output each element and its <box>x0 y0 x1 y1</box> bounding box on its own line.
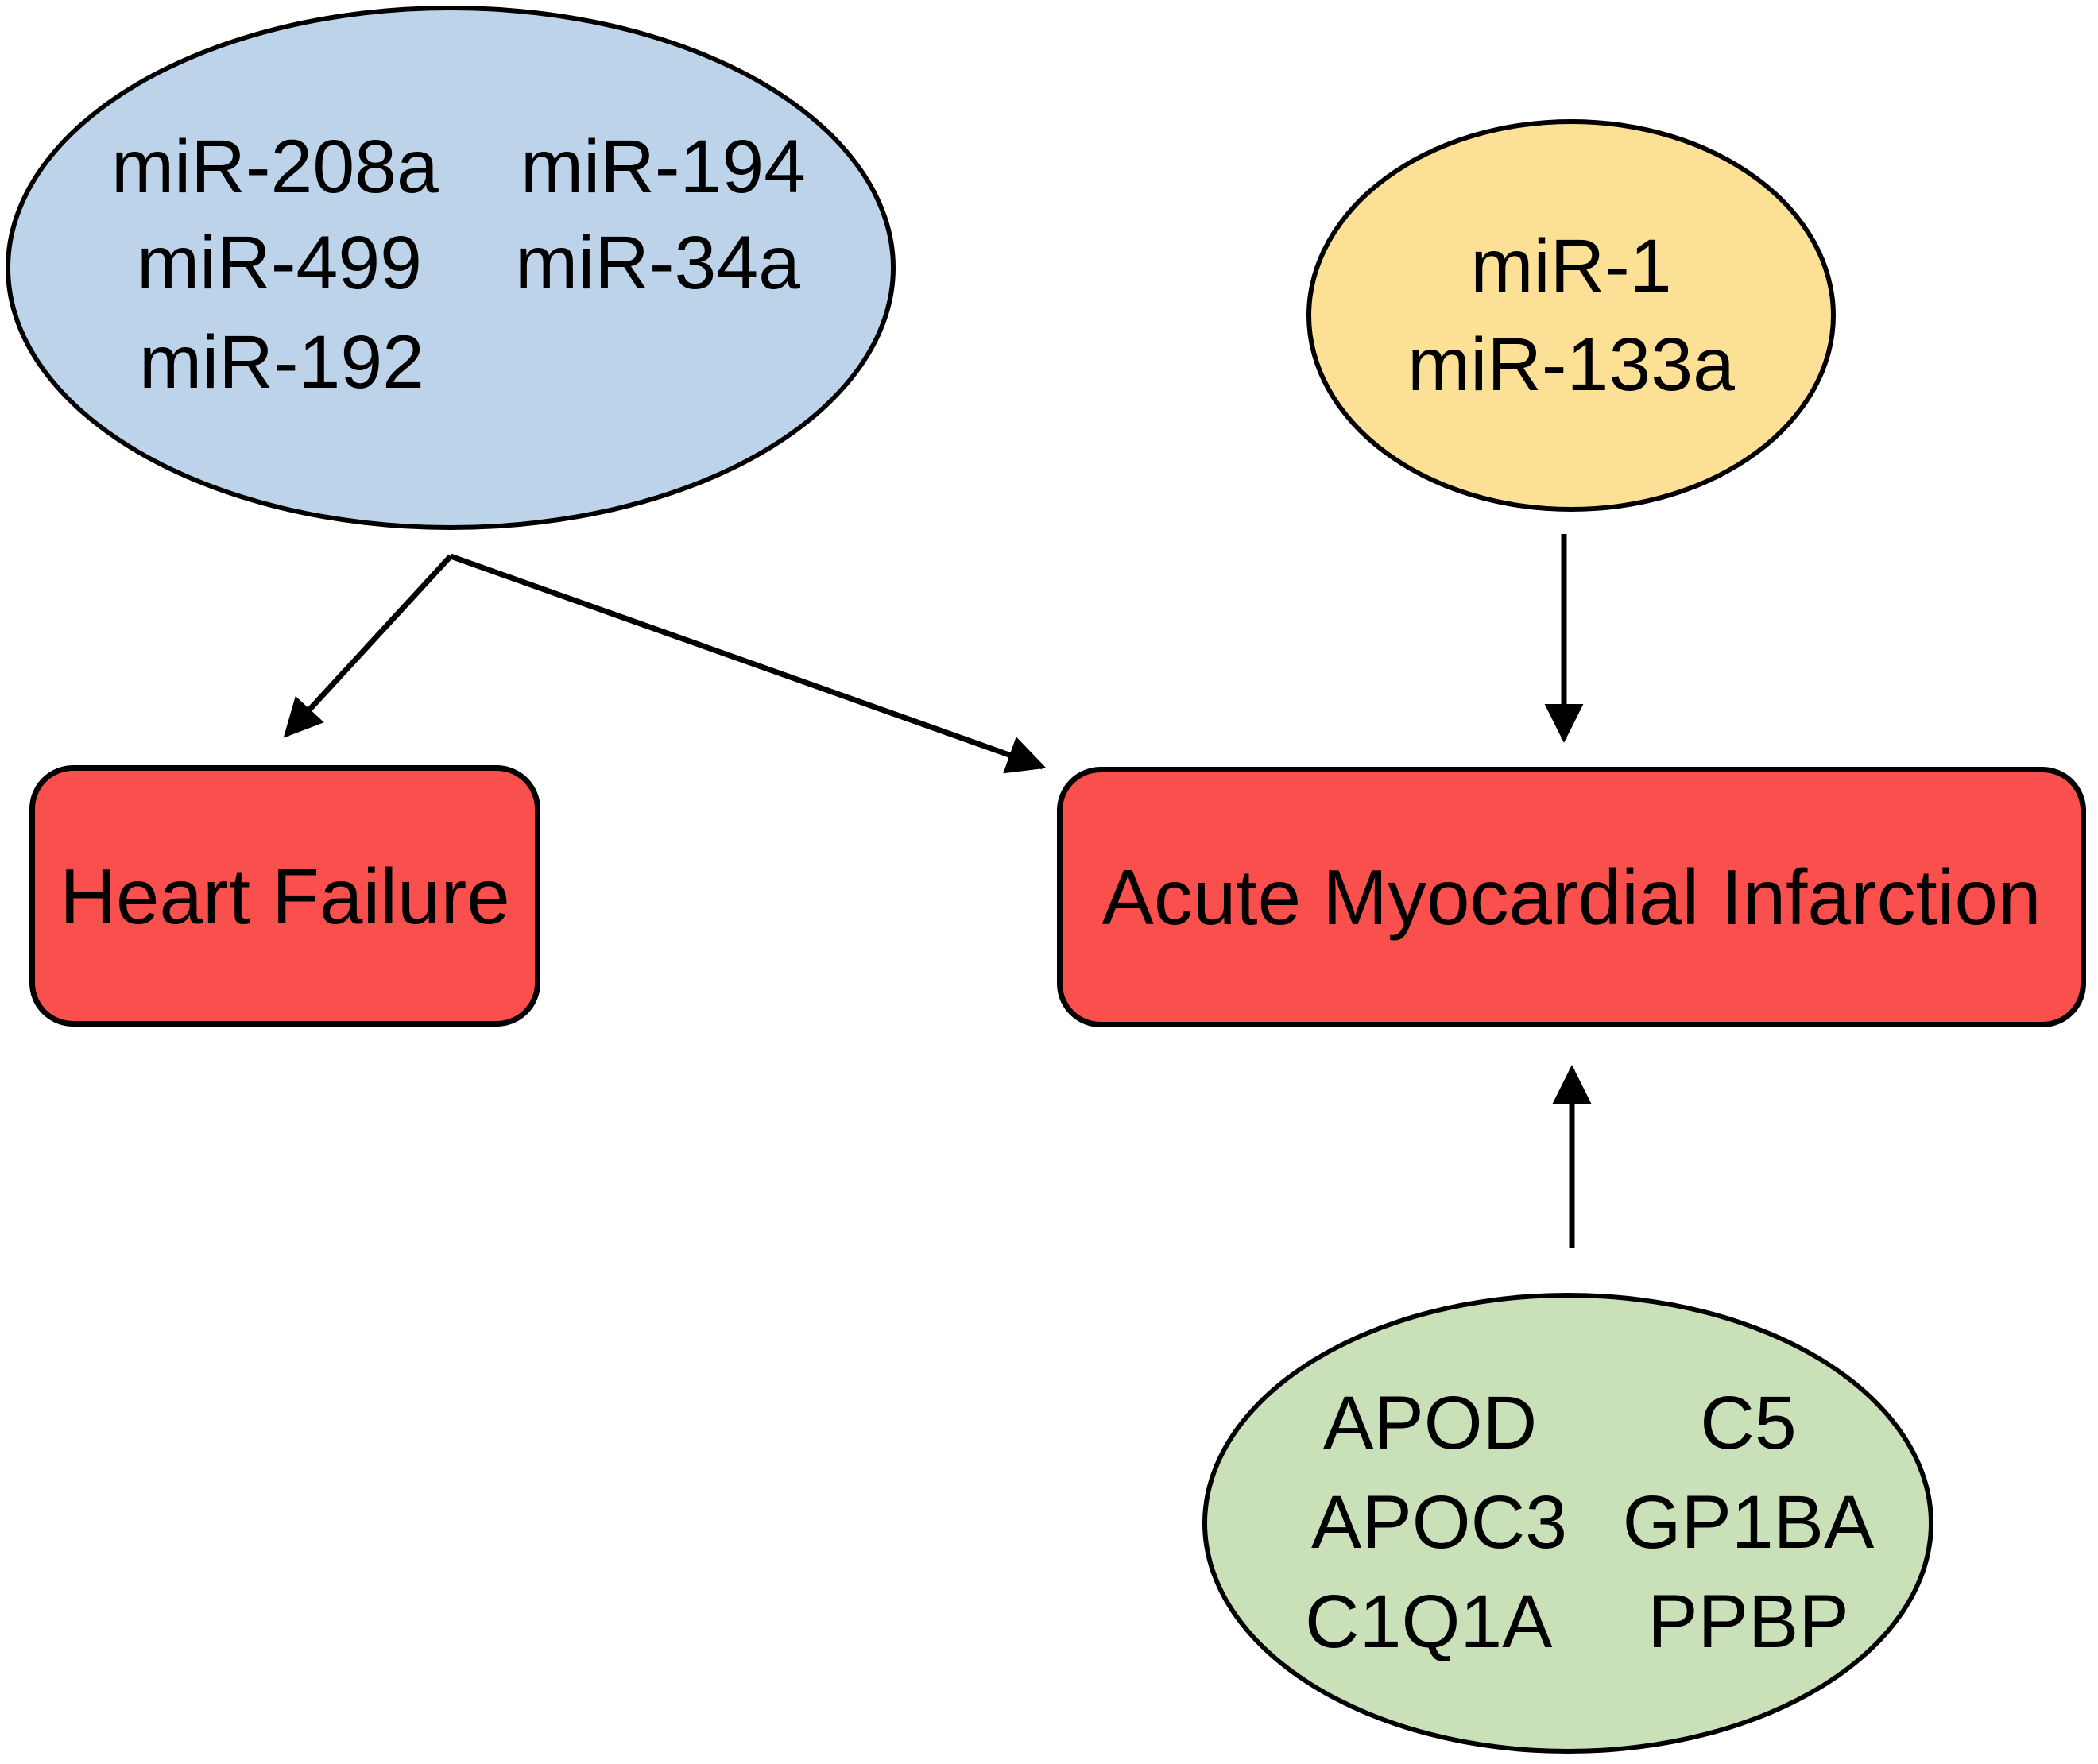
label-ppbp: PPBP <box>1647 1580 1849 1664</box>
label-mir-499: miR-499 <box>137 221 422 305</box>
label-mir-1: miR-1 <box>1470 223 1672 308</box>
label-c1q1a: C1Q1A <box>1305 1580 1553 1664</box>
label-apod: APOD <box>1323 1381 1538 1465</box>
node-ami-mirna-group: miR-1 miR-133a <box>1306 119 1836 512</box>
arrow-mirnas-to-heart-failure <box>283 554 453 738</box>
label-apoc3: APOC3 <box>1311 1480 1568 1565</box>
node-heart-failure: Heart Failure <box>29 765 540 1027</box>
label-gp1ba: GP1BA <box>1622 1480 1875 1565</box>
label-mir-34a: miR-34a <box>515 221 800 305</box>
label-heart-failure: Heart Failure <box>60 852 510 940</box>
node-acute-myocardial-infarction: Acute Myocardial Infarction <box>1057 767 2086 1027</box>
arrow-mirnas-to-acute-mi <box>449 553 1047 774</box>
label-acute-myocardial-infarction: Acute Myocardial Infarction <box>1101 853 2042 941</box>
label-mir-208a: miR-208a <box>111 125 439 209</box>
node-ami-gene-group <box>1202 1293 1933 1754</box>
label-c5: C5 <box>1700 1381 1797 1465</box>
label-mir-194: miR-194 <box>521 125 806 209</box>
label-mir-133a: miR-133a <box>1407 322 1735 407</box>
label-mir-192: miR-192 <box>139 320 424 404</box>
node-hf-mirna-group <box>6 6 896 530</box>
